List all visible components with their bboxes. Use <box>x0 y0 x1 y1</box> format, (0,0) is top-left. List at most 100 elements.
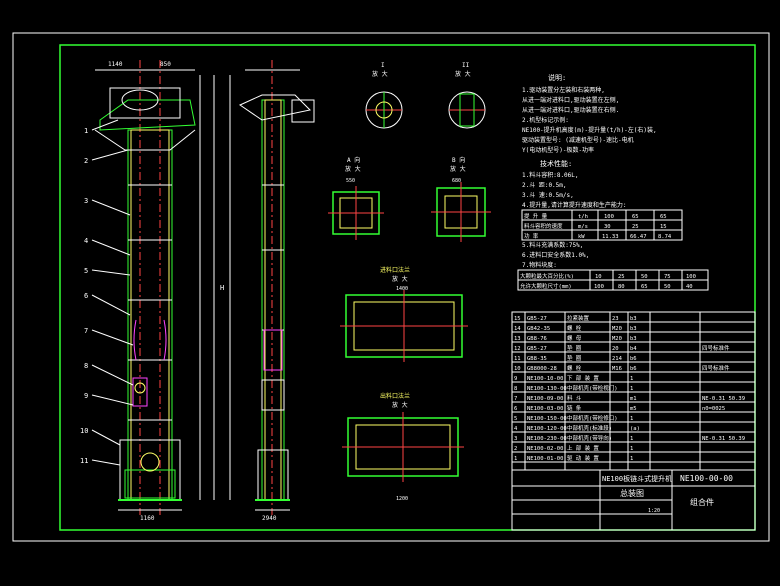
bom-cell: 料 斗 <box>567 394 582 402</box>
svg-text:50: 50 <box>641 274 648 280</box>
svg-text:100: 100 <box>686 274 696 280</box>
flange-view-b: B 向 放 大 680 <box>431 156 491 242</box>
svg-text:放 大: 放 大 <box>392 275 408 283</box>
svg-text:850: 850 <box>160 61 171 68</box>
bom-cell: GB8000-28 <box>527 366 557 372</box>
front-elevation <box>91 60 231 515</box>
svg-text:放 大: 放 大 <box>392 401 408 409</box>
bom-cell: 8 <box>514 386 517 392</box>
bom-cell: 23 <box>612 316 619 322</box>
bom-cell: 2 <box>514 446 517 452</box>
bom-cell: 7 <box>514 396 517 402</box>
svg-text:680: 680 <box>452 178 461 184</box>
bom-cell: NE100-230-00 <box>527 436 567 442</box>
bom-cell: M16 <box>612 366 622 372</box>
svg-text:2: 2 <box>84 157 88 165</box>
bom-cell: 上 部 装 置 <box>567 444 599 452</box>
bom-cell: 链 条 <box>567 404 582 412</box>
drawing-type: 总装图 <box>620 488 644 498</box>
svg-text:6: 6 <box>84 292 88 300</box>
bom-cell: 1 <box>630 446 633 452</box>
bom-cell: b6 <box>630 366 637 372</box>
svg-text:11: 11 <box>80 457 88 465</box>
bom-cell: 3 <box>514 436 517 442</box>
svg-text:50: 50 <box>664 284 671 290</box>
svg-text:kW: kW <box>578 234 585 240</box>
svg-text:7: 7 <box>84 327 88 335</box>
assembly-label: 组合件 <box>690 497 714 507</box>
flange-view-a: A 向 放 大 550 <box>328 156 384 240</box>
bom-cell: m5 <box>630 406 637 412</box>
svg-text:15: 15 <box>660 224 667 230</box>
svg-text:放 大: 放 大 <box>345 165 361 173</box>
svg-text:I: I <box>381 62 385 69</box>
bom-cell: 垫 圈 <box>567 354 582 362</box>
bom-cell: 11 <box>514 356 521 362</box>
outer-frame <box>12 32 770 542</box>
svg-text:8.74: 8.74 <box>658 234 672 240</box>
bom-cell: 4 <box>514 426 518 432</box>
svg-text:65: 65 <box>632 214 639 220</box>
bom-cell: M20 <box>612 326 622 332</box>
svg-text:技术性能:: 技术性能: <box>540 159 572 168</box>
bom-cell: NE100-150-00 <box>527 416 567 422</box>
svg-text:t/h: t/h <box>578 214 588 220</box>
svg-text:5.料斗充满系数:75%,: 5.料斗充满系数:75%, <box>522 241 583 249</box>
svg-text:80: 80 <box>618 284 625 290</box>
svg-text:II: II <box>462 62 470 69</box>
svg-text:B 向: B 向 <box>452 156 465 164</box>
bom-cell: 驱 动 装 置 <box>567 454 599 462</box>
bom-cell: 中部机壳(带导向) <box>567 434 612 442</box>
bom-cell: b3 <box>630 326 637 332</box>
svg-text:A 向: A 向 <box>347 156 360 164</box>
bom-cell: (a) <box>630 426 640 432</box>
svg-text:25: 25 <box>632 224 639 230</box>
bom-cell: NE-0.31 50.39 <box>702 396 745 402</box>
bom-cell: 6 <box>514 406 517 412</box>
svg-text:放 大: 放 大 <box>450 165 466 173</box>
bom-cell: GB42-35 <box>527 326 550 332</box>
bom-cell: NE100-03-00 <box>527 406 563 412</box>
svg-text:9: 9 <box>84 392 88 400</box>
bom-cell: 中部机壳(标准段) <box>567 424 612 432</box>
svg-text:40: 40 <box>686 284 693 290</box>
bom-cell: 1 <box>630 456 633 462</box>
bom-cell: 螺 母 <box>567 334 582 342</box>
bom-cell: 1 <box>630 376 633 382</box>
bom-cell: GB5-27 <box>527 316 547 322</box>
svg-text:放 大: 放 大 <box>372 70 388 78</box>
bom-cell: GB5-27 <box>527 346 547 352</box>
side-base-dim: 2940 <box>262 515 277 522</box>
bom-cell: 9 <box>514 376 517 382</box>
svg-text:11.33: 11.33 <box>602 234 619 240</box>
svg-text:4: 4 <box>84 237 88 245</box>
title-block: NE100板链斗式提升机 NE100-00-00 总装图 组合件 1:20 <box>511 469 756 531</box>
bom-cell: NE100-01-00 <box>527 456 563 462</box>
outlet-flange-view: 出料口法兰 放 大 1200 <box>342 392 464 502</box>
bom-cell: 拉紧装置 <box>567 314 590 322</box>
bom-cell: 1 <box>630 416 633 422</box>
svg-text:从进一端对进料口,驱动装置在右侧.: 从进一端对进料口,驱动装置在右侧. <box>522 106 619 114</box>
svg-text:1140: 1140 <box>108 61 123 68</box>
bom-cell: 20 <box>612 346 619 352</box>
svg-text:30: 30 <box>604 224 611 230</box>
tech-table: 提 升 量 t/h 100 65 65 料斗容积的速度 m/s 30 25 15… <box>521 209 683 241</box>
bom-cell: NE100-10-00 <box>527 376 563 382</box>
product-name: NE100板链斗式提升机 <box>602 474 672 483</box>
svg-text:1: 1 <box>84 127 88 135</box>
svg-text:1200: 1200 <box>396 496 408 502</box>
bom-cell: NE100-02-00 <box>527 446 563 452</box>
svg-text:1400: 1400 <box>396 286 408 292</box>
notes-block: 说明: 1.驱动装置分左装和右装两种, 从进一端对进料口,驱动装置在左侧, 从进… <box>522 73 657 269</box>
svg-text:65: 65 <box>660 214 667 220</box>
svg-text:NE100-提升机高度(m)-提升量(t/h)-左(右)装,: NE100-提升机高度(m)-提升量(t/h)-左(右)装, <box>522 126 657 134</box>
svg-text:10: 10 <box>80 427 88 435</box>
bom-cell: 15 <box>514 316 521 322</box>
bom-cell: M20 <box>612 336 622 342</box>
side-elevation <box>238 60 315 515</box>
svg-text:Y(电动机型号)-极数-功率: Y(电动机型号)-极数-功率 <box>522 146 594 154</box>
svg-text:驱动装置型号: (减速机型号)-速比-电机: 驱动装置型号: (减速机型号)-速比-电机 <box>522 136 634 144</box>
